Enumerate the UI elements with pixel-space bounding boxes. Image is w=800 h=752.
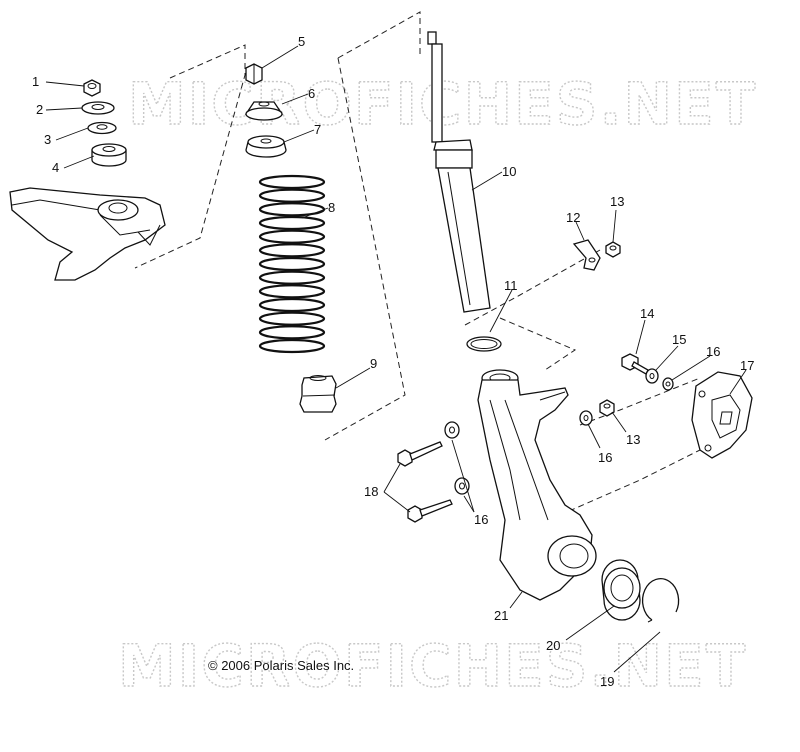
part-9-bump-stop bbox=[299, 375, 337, 413]
leader-lines bbox=[45, 45, 747, 673]
callout-18: 18 bbox=[364, 484, 378, 499]
callout-15: 15 bbox=[672, 332, 686, 347]
part-10-shock-absorber bbox=[427, 31, 491, 313]
callout-7: 7 bbox=[314, 122, 321, 137]
spring-coil bbox=[258, 243, 326, 258]
spring-coil bbox=[258, 325, 326, 340]
part-18-bolts bbox=[397, 441, 453, 523]
part-13-nut-upper bbox=[605, 241, 621, 258]
part-15-washer bbox=[645, 368, 659, 384]
part-1-nut bbox=[83, 79, 101, 97]
spring-coil bbox=[258, 311, 326, 326]
callout-20: 20 bbox=[546, 638, 560, 653]
assembly-lines bbox=[134, 11, 701, 516]
part-13-nut-lower bbox=[599, 399, 615, 417]
callout-8: 8 bbox=[328, 200, 335, 215]
watermark-bottom: MICROFICHES.NET bbox=[118, 632, 747, 700]
part-6-spring-seat bbox=[244, 101, 284, 121]
spring-coil bbox=[258, 174, 326, 190]
callout-21: 21 bbox=[494, 608, 508, 623]
part-2-washer bbox=[81, 101, 115, 115]
part-19-snap-ring bbox=[641, 578, 680, 623]
spring-coil bbox=[258, 229, 326, 244]
part-8-coil-spring bbox=[258, 174, 326, 354]
part-11-o-ring bbox=[466, 336, 502, 352]
callout-5: 5 bbox=[298, 34, 305, 49]
callout-2: 2 bbox=[36, 102, 43, 117]
part-16-washer-right bbox=[662, 377, 674, 391]
callout-16-left: 16 bbox=[474, 512, 488, 527]
callout-19: 19 bbox=[600, 674, 614, 689]
part-14-bolt bbox=[621, 353, 649, 375]
callout-14: 14 bbox=[640, 306, 654, 321]
callout-16-middle: 16 bbox=[598, 450, 612, 465]
callouts: 1 2 3 4 5 6 7 8 9 10 11 12 13 13 14 15 1… bbox=[32, 34, 754, 689]
callout-12: 12 bbox=[566, 210, 580, 225]
part-3-washer bbox=[87, 121, 117, 135]
part-20-bearing bbox=[601, 559, 641, 621]
callout-10: 10 bbox=[502, 164, 516, 179]
part-16-washers-left bbox=[444, 421, 470, 495]
callout-1: 1 bbox=[32, 74, 39, 89]
callout-6: 6 bbox=[308, 86, 315, 101]
copyright-notice: © 2006 Polaris Sales Inc. bbox=[208, 658, 354, 673]
spring-coil bbox=[258, 297, 326, 313]
part-17-brake-caliper bbox=[691, 371, 753, 459]
a-arm-frame bbox=[9, 187, 166, 281]
callout-9: 9 bbox=[370, 356, 377, 371]
callout-17: 17 bbox=[740, 358, 754, 373]
part-7-spring-seat bbox=[245, 135, 287, 158]
callout-13-upper: 13 bbox=[610, 194, 624, 209]
spring-coil bbox=[258, 284, 326, 299]
callout-16-right: 16 bbox=[706, 344, 720, 359]
spring-coil bbox=[258, 215, 326, 231]
callout-13-lower: 13 bbox=[626, 432, 640, 447]
spring-coil bbox=[258, 256, 326, 272]
callout-4: 4 bbox=[52, 160, 59, 175]
part-5-nut bbox=[245, 63, 263, 85]
part-4-bushing bbox=[91, 143, 127, 167]
callout-3: 3 bbox=[44, 132, 51, 147]
spring-coil bbox=[258, 188, 326, 203]
part-12-clip bbox=[572, 239, 601, 271]
spring-coil bbox=[258, 338, 326, 354]
part-16-washer-middle bbox=[579, 410, 593, 426]
part-21-steering-knuckle bbox=[477, 369, 597, 601]
spring-coil bbox=[258, 270, 326, 285]
callout-11: 11 bbox=[504, 278, 518, 293]
